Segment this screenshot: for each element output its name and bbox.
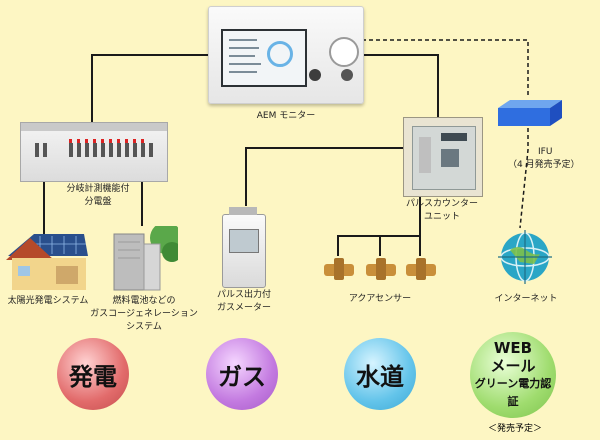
pulse-counter-unit (403, 117, 483, 197)
gasmeter-label-line: パルス出力付 (216, 290, 271, 300)
wire-pulse-gas (245, 147, 403, 206)
aqua-sensor-image (366, 258, 396, 280)
fuelcell-label-line: 燃料電池などの (112, 296, 176, 306)
solar-house-image (6, 234, 88, 290)
web-release-note: ＜発売予定＞ (487, 424, 542, 434)
internet-globe-icon (498, 230, 552, 284)
aqua-label: アクアセンサー (348, 294, 412, 304)
aqua-sensor-image (324, 258, 354, 280)
ifu-device (498, 100, 562, 126)
panel-label-line: 分電盤 (84, 197, 112, 207)
wire-monitor-pulse (362, 54, 439, 117)
category-power: 発電 (57, 338, 129, 410)
internet-label: インターネット (494, 294, 558, 304)
monitor-button (309, 69, 321, 81)
ifu-label: IFU （4 月発売予定） (508, 146, 598, 172)
direction-pad (329, 37, 359, 67)
wire-ifu-internet (519, 128, 529, 229)
category-web-line: メール (490, 357, 536, 375)
monitor-button (341, 69, 353, 81)
panel-label: 分岐計測機能付 分電盤 (50, 183, 146, 209)
panel-label-line: 分岐計測機能付 (66, 184, 130, 194)
category-gas: ガス (206, 338, 278, 410)
fuel-cell-image (113, 226, 178, 291)
category-water: 水道 (344, 338, 416, 410)
pulse-label: パルスカウンター ユニット (400, 198, 484, 224)
gauge-ring (267, 41, 293, 67)
gas-meter-image (222, 207, 266, 288)
aem-monitor-device (208, 6, 364, 104)
monitor-screen (221, 29, 307, 87)
ifu-label-line: （4 月発売予定） (508, 160, 580, 170)
monitor-label: AEM モニター (256, 111, 316, 121)
gasmeter-label: パルス出力付 ガスメーター (204, 289, 284, 315)
fuelcell-label-line: システム (126, 322, 162, 332)
category-web-line: グリーン電力認証 (474, 377, 552, 408)
fuelcell-label-line: ガスコージェネレーション (90, 309, 198, 319)
wire-monitor-panel (91, 54, 208, 122)
distribution-board (20, 122, 168, 182)
solar-label: 太陽光発電システム (7, 296, 89, 306)
category-web-line: WEB (493, 339, 533, 357)
gasmeter-label-line: ガスメーター (216, 303, 271, 313)
ifu-label-line: IFU (538, 147, 553, 157)
pulse-label-line: パルスカウンター (405, 199, 478, 209)
fuelcell-label: 燃料電池などの ガスコージェネレーション システム (88, 295, 200, 334)
pulse-label-line: ユニット (423, 212, 460, 222)
category-web: WEB メール グリーン電力認証 (470, 332, 556, 418)
aqua-sensor-image (406, 258, 436, 280)
wire-monitor-ifu (362, 39, 529, 98)
